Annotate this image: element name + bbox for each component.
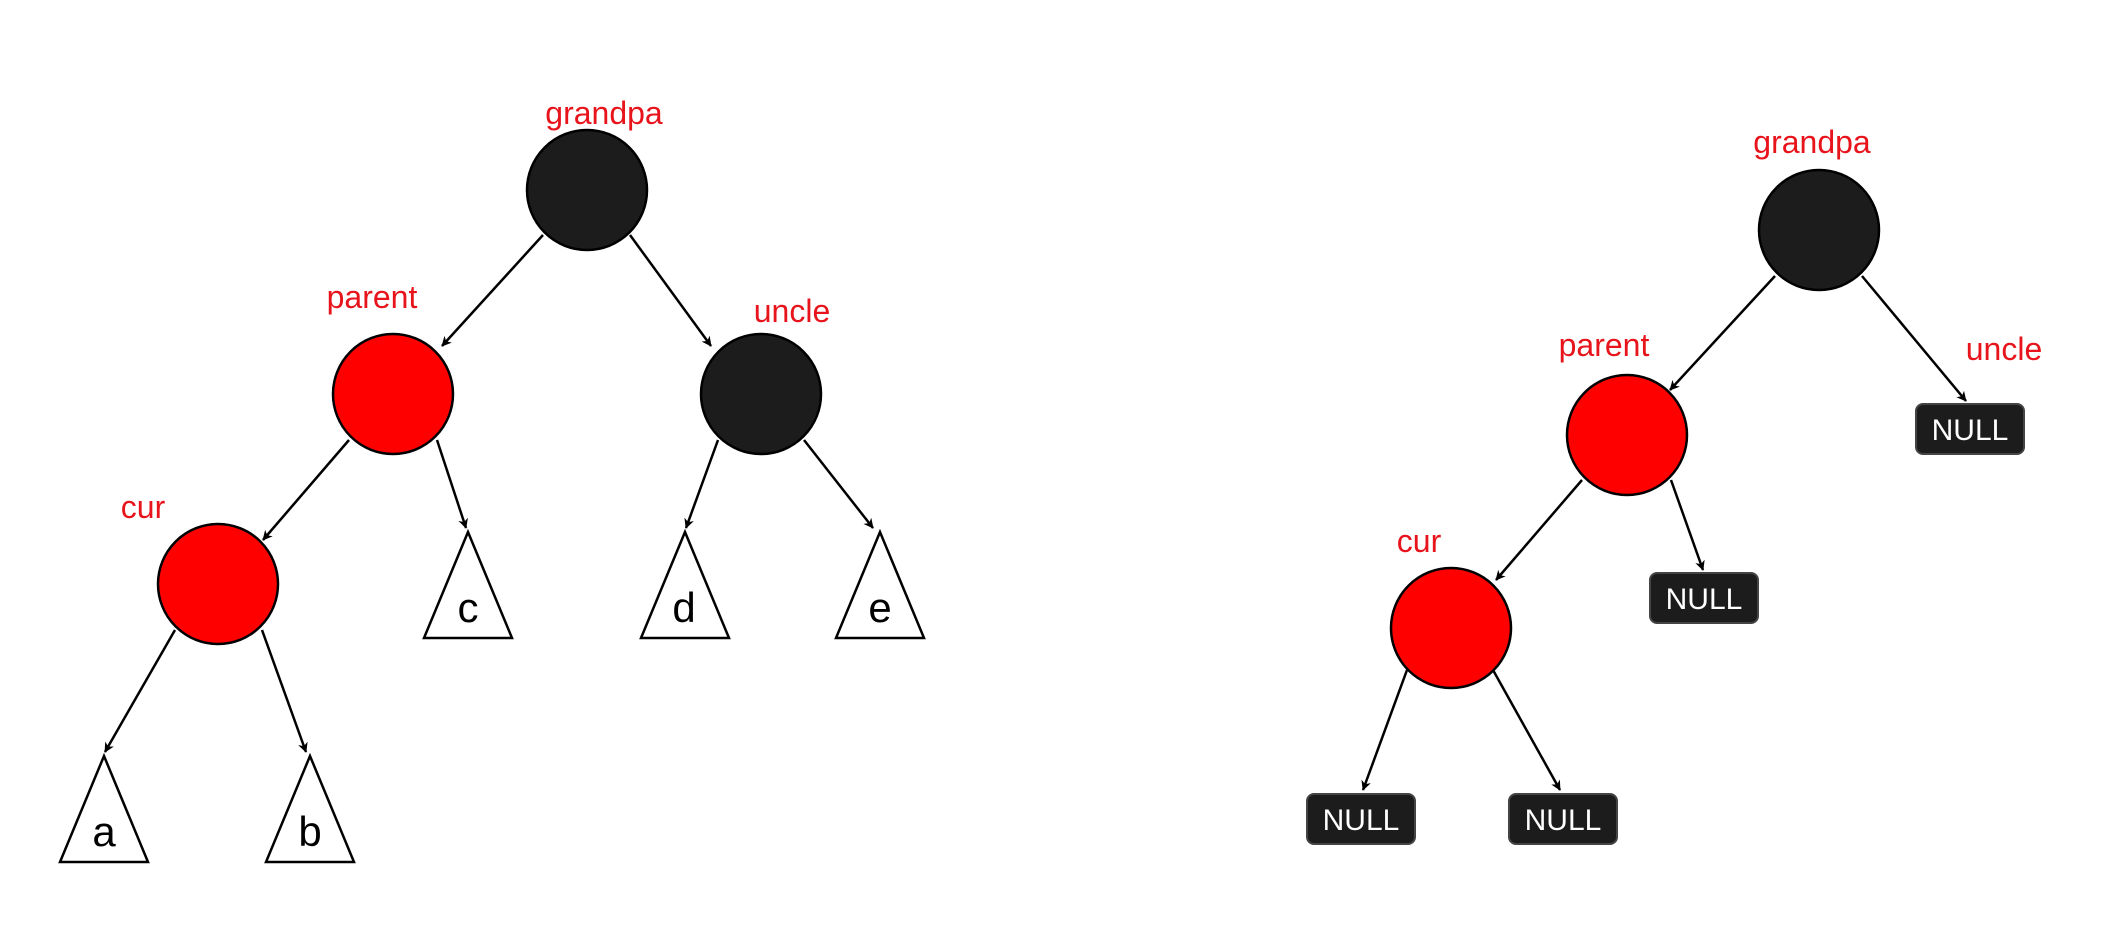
grandpa-label-right-tree: grandpa [1753, 124, 1871, 160]
uncle-label-right-tree: uncle [1966, 331, 2043, 367]
edge-grandpa-parent-right-tree [1669, 275, 1776, 391]
edge-cur-b [260, 629, 308, 753]
subtree-e-triangle [834, 528, 926, 640]
subtree-a-triangle [58, 752, 150, 864]
edge-parent-cur-right-tree [1495, 479, 1583, 581]
uncle-node [699, 332, 823, 456]
parent-label-right-tree: parent [1559, 327, 1650, 363]
edge-grandpa-uncle [628, 234, 713, 347]
edge-cur-a [103, 629, 177, 753]
null-leaf-cur-left-label: NULL [1323, 804, 1400, 837]
cur-node [156, 522, 280, 646]
subtree-b-label: b [298, 808, 321, 855]
edge-grandpa-uncle-right-tree [1861, 275, 1967, 402]
null-leaf-uncle-label: NULL [1932, 414, 2009, 447]
null-leaf-cur-right: NULL [1508, 793, 1618, 845]
subtree-b-triangle [264, 752, 356, 864]
edge-parent-null-right-tree [1669, 479, 1705, 571]
edge-cur-null-right-right-tree [1491, 669, 1562, 791]
null-leaf-cur-right-label: NULL [1525, 804, 1602, 837]
edge-grandpa-parent [441, 234, 544, 347]
subtree-e-label: e [868, 584, 891, 631]
subtree-a-label: a [92, 808, 116, 855]
left-tree: c d e a b grandpa parent uncle cur [58, 95, 926, 864]
subtree-d-triangle [639, 528, 731, 640]
edge-parent-cur [262, 439, 350, 541]
parent-label: parent [327, 279, 418, 315]
cur-label: cur [121, 489, 166, 525]
subtree-c-label: c [458, 584, 479, 631]
cur-label-right-tree: cur [1397, 523, 1442, 559]
edge-uncle-d [684, 439, 720, 529]
subtree-d-label: d [672, 584, 695, 631]
edge-cur-null-left-right-tree [1361, 669, 1409, 791]
edge-uncle-e [803, 439, 874, 529]
cur-node-right-tree [1389, 566, 1513, 690]
uncle-label: uncle [754, 293, 831, 329]
edge-parent-c [435, 439, 468, 529]
right-tree: NULL NULL NULL NULL grandpa parent uncle… [1306, 124, 2043, 845]
null-leaf-parent-right-label: NULL [1666, 583, 1743, 616]
subtree-c-triangle [422, 528, 514, 640]
grandpa-node-right-tree [1757, 168, 1881, 292]
parent-node-right-tree [1565, 373, 1689, 497]
grandpa-label: grandpa [545, 95, 663, 131]
null-leaf-uncle: NULL [1915, 403, 2025, 455]
parent-node [331, 332, 455, 456]
grandpa-node [525, 128, 649, 252]
null-leaf-parent-right: NULL [1649, 572, 1759, 624]
null-leaf-cur-left: NULL [1306, 793, 1416, 845]
